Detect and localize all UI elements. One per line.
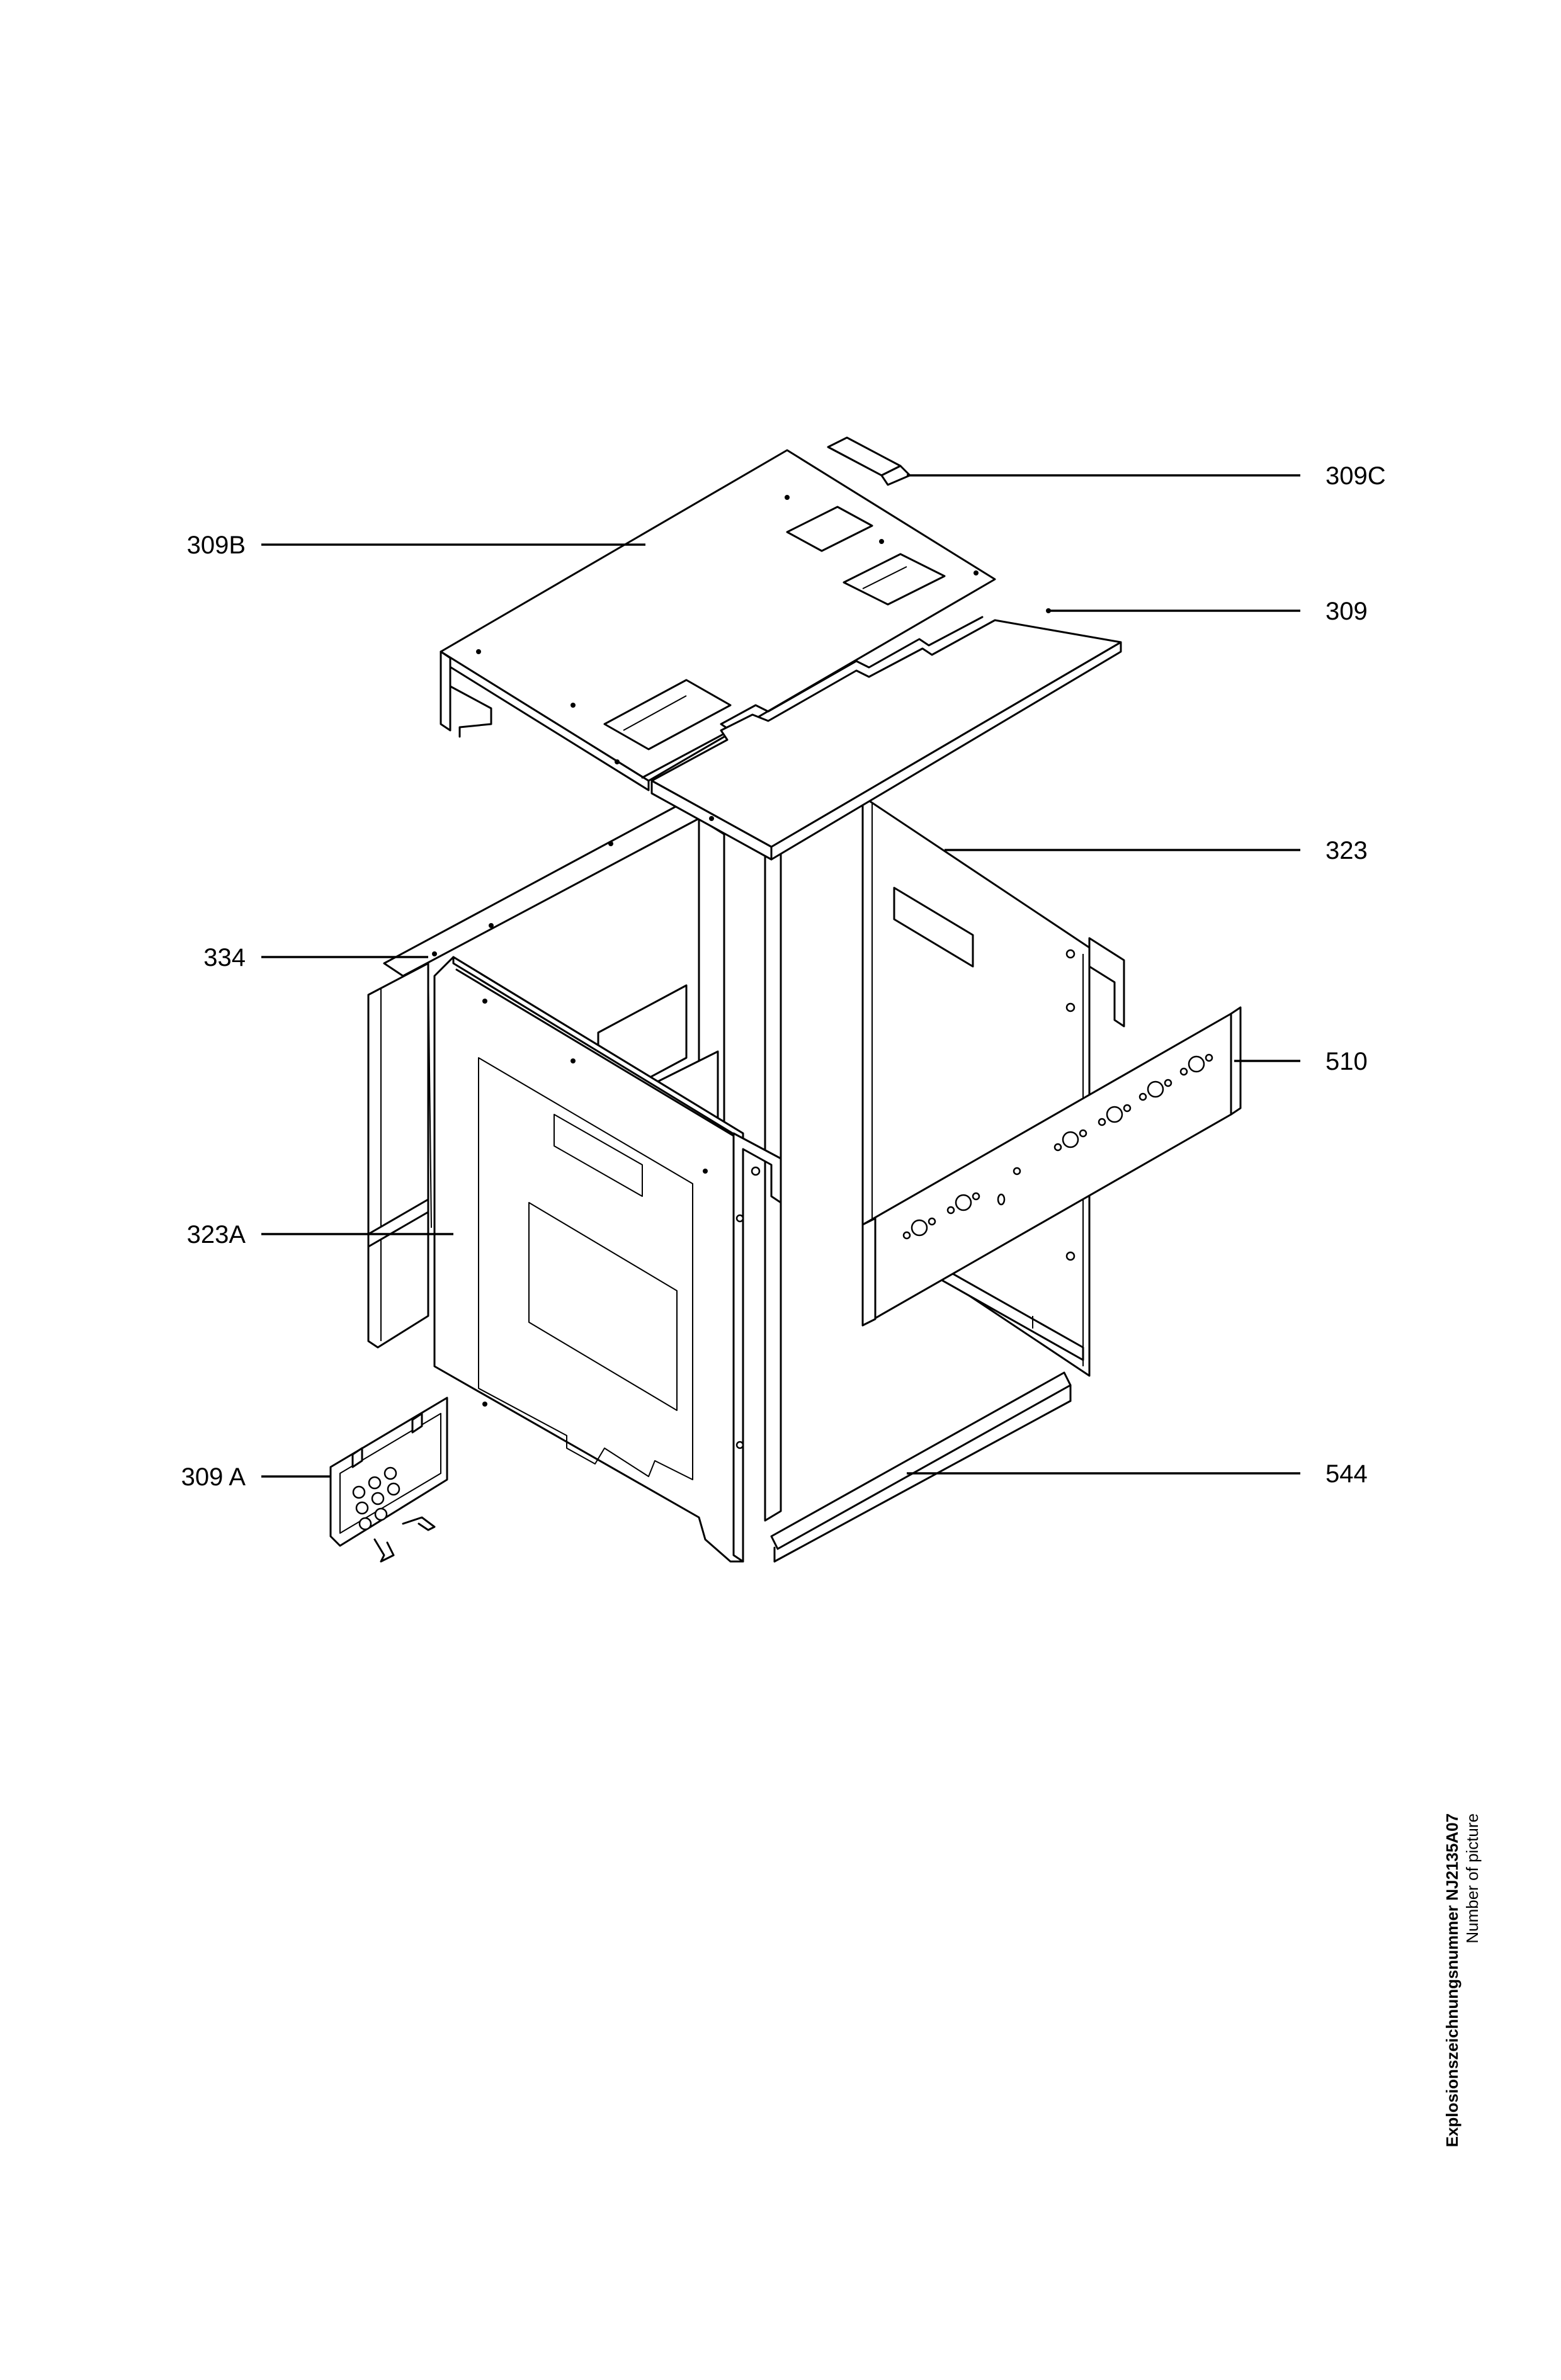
control-panel-510 xyxy=(861,1006,1242,1327)
caption-drawing-number: Explosionszeichnungsnummer NJ2135A07 xyxy=(1443,1813,1462,2148)
leader-lines xyxy=(261,474,1300,1478)
label-309: 309 xyxy=(1325,598,1368,625)
label-309C: 309C xyxy=(1325,462,1386,490)
bracket-309C xyxy=(827,436,911,486)
label-323A: 323A xyxy=(187,1221,246,1249)
side-panel-334 xyxy=(367,962,432,1349)
label-309B: 309B xyxy=(187,531,246,559)
top-cover-309B xyxy=(440,449,996,791)
exploded-view-diagram: 309C 309B 309 323 334 510 323A 309 A 544 xyxy=(181,436,1386,1563)
label-510: 510 xyxy=(1325,1048,1368,1075)
label-544: 544 xyxy=(1325,1460,1368,1488)
top-plate-309 xyxy=(650,608,1122,861)
label-323: 323 xyxy=(1325,837,1368,864)
plate-309A xyxy=(329,1397,448,1563)
part-labels: 309C 309B 309 323 334 510 323A 309 A 544 xyxy=(181,462,1386,1491)
picture-number-caption: Explosionszeichnungsnummer NJ2135A07 Num… xyxy=(1442,1813,1518,2380)
label-309A: 309 A xyxy=(181,1463,246,1491)
caption-number-of-picture: Number of picture xyxy=(1463,1813,1482,1944)
side-panel-323A xyxy=(433,956,782,1563)
label-334: 334 xyxy=(203,944,246,972)
